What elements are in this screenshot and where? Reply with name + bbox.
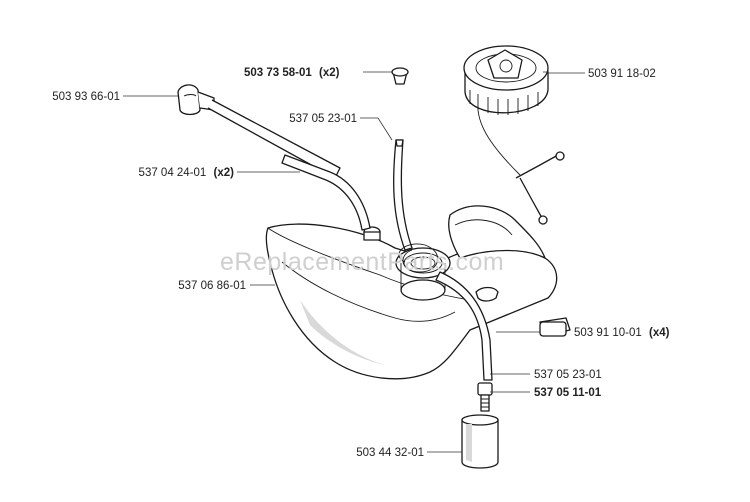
label-hose-fitting: 537 05 11-01 <box>534 387 602 399</box>
label-fuel-filter: 503 44 32-01 <box>356 447 424 459</box>
leader-lines <box>123 71 585 453</box>
label-grommet: 503 73 58-01 (x2) <box>244 67 340 79</box>
watermark: eReplacementParts.com <box>220 248 504 276</box>
label-rubber-mount: 503 91 10-01 (x4) <box>574 327 670 339</box>
fuel-cap-drawing <box>463 45 565 225</box>
label-hose-number: 537 04 24-01 <box>139 167 207 179</box>
fuel-filter-drawing <box>461 382 499 469</box>
label-hose-qty: (x2) <box>214 167 235 179</box>
label-fuel-hose-upper: 537 05 23-01 <box>289 113 357 125</box>
fuel-hose-lower-drawing <box>398 243 493 381</box>
fuel-tank-drawing <box>265 205 558 380</box>
label-grommet-qty: (x2) <box>319 67 340 79</box>
label-cap: 503 91 18-02 <box>588 68 656 80</box>
label-rubber-mount-number: 503 91 10-01 <box>574 327 642 339</box>
label-fuel-hose-lower: 537 05 23-01 <box>534 369 602 381</box>
rubber-mount-drawing <box>475 286 571 337</box>
fuel-hose-upper-drawing <box>393 139 413 251</box>
label-rubber-mount-qty: (x4) <box>649 327 670 339</box>
label-grommet-number: 503 73 58-01 <box>244 67 312 79</box>
vent-valve-drawing <box>177 84 371 231</box>
label-fuel-tank: 537 06 86-01 <box>178 280 246 292</box>
grommet-drawing <box>391 67 409 85</box>
label-hose: 537 04 24-01 (x2) <box>139 167 235 179</box>
label-vent-valve: 503 93 66-01 <box>52 91 120 103</box>
